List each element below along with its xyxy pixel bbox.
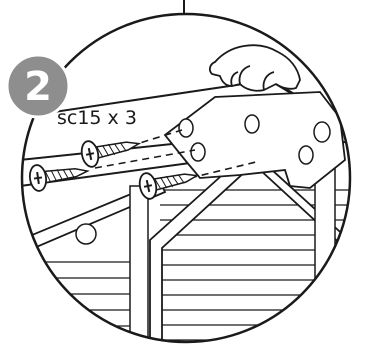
step-badge: 2 <box>7 55 69 117</box>
pilot-hole-icon <box>245 115 259 133</box>
step-number: 2 <box>24 64 52 110</box>
pilot-hole-icon <box>191 143 205 161</box>
vent-hole <box>76 224 96 244</box>
screw-quantity-label: sc15 x 3 <box>57 107 137 129</box>
pilot-hole-icon <box>314 122 330 142</box>
pilot-hole-icon <box>299 146 313 164</box>
pilot-hole-icon <box>179 119 193 137</box>
